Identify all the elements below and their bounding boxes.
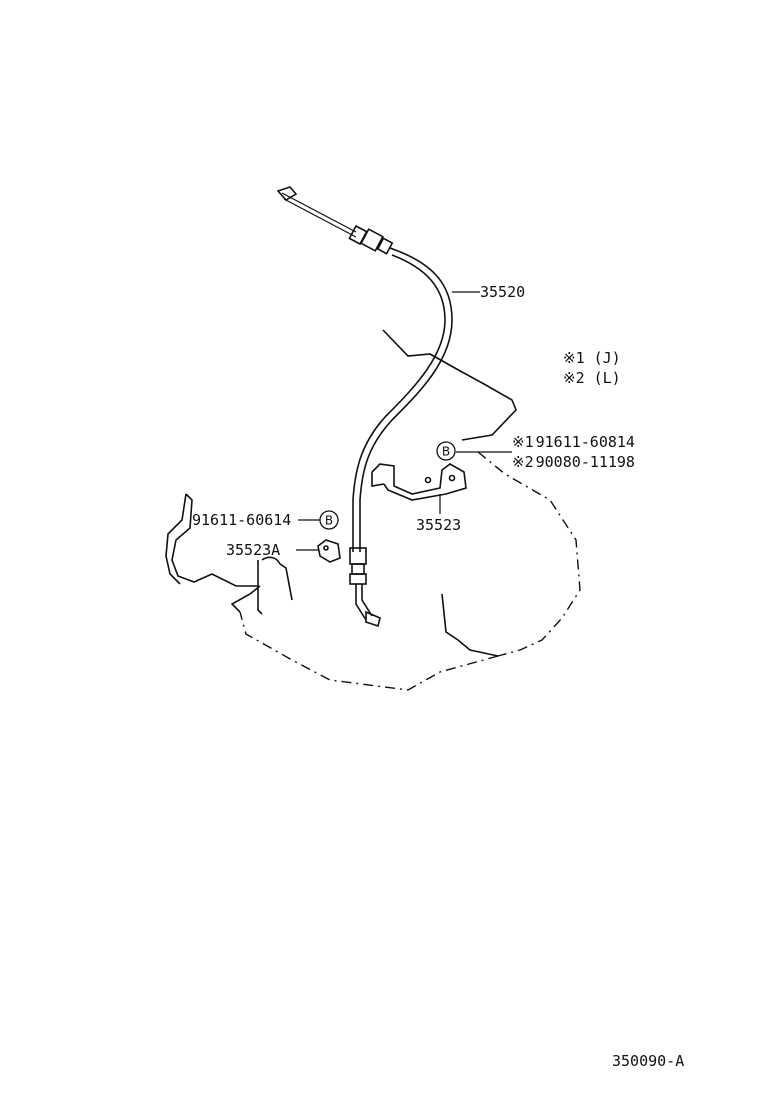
legend-line-1: ※1(J)	[563, 349, 621, 367]
legend: ※1(J) ※2(L)	[563, 349, 621, 387]
throttle-cable	[276, 186, 453, 628]
leader-lines	[296, 291, 512, 551]
part-label-cable: 35520	[480, 283, 525, 301]
svg-text:B: B	[325, 514, 333, 528]
bracket-35523	[371, 463, 467, 501]
part-label-bracket: 35523	[416, 516, 461, 534]
figure-id: 350090-A	[612, 1052, 684, 1070]
bracket-35523a	[317, 539, 341, 563]
part-label-bolt-left: 91611-60614	[192, 511, 291, 529]
circle-b-marker-left: B	[319, 510, 339, 530]
circle-b-marker-right: B	[436, 441, 456, 461]
svg-text:B: B	[442, 445, 450, 459]
part-label-bracket-a: 35523A	[226, 541, 280, 559]
transmission-body	[165, 329, 581, 691]
legend-line-2: ※2(L)	[563, 369, 621, 387]
